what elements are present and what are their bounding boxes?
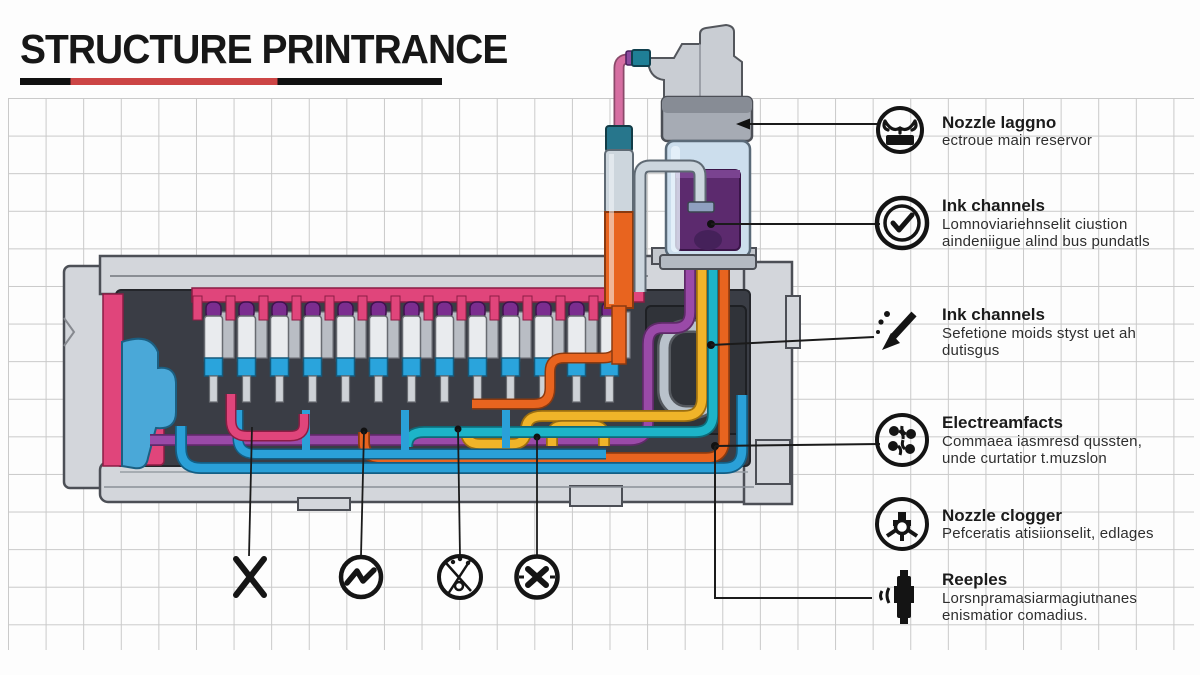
legend-title: Reeples (942, 570, 1008, 590)
turbine-circle-icon (872, 410, 936, 470)
ink-reservoir (625, 23, 757, 292)
page-title: STRUCTURE PRINTRANCE (20, 26, 508, 72)
legend-title: Nozzle clogger (942, 505, 1062, 525)
legend-desc: Lomnoviariehnselit ciustion (942, 215, 1128, 233)
legend-title: Nozzle laggno (942, 112, 1057, 132)
arrow-down-left-icon (872, 304, 936, 360)
legend-desc: Commaea iasmresd qussten, (942, 432, 1143, 450)
x-mark-icon (233, 556, 267, 598)
legend-desc: dutisgus (942, 341, 1000, 359)
diagonal-bolt-icon (338, 554, 384, 600)
legend-title: Ink channels (942, 305, 1045, 325)
crossed-circle-icon (514, 554, 560, 600)
legend-item-ink-channels-1: Ink channels Lomnoviariehnselit ciustion… (872, 193, 1198, 253)
legend-desc: unde curtatior t.muzslon (942, 449, 1107, 467)
legend-desc: Pefceratis atisiionselit, edlages (942, 525, 1154, 543)
legend-desc: aindeniigue alind bus pundatls (942, 232, 1150, 250)
legend-item-electreamfacts: Electreamfacts Commaea iasmresd qussten,… (872, 410, 1198, 470)
reservoir-funnel-icon (872, 103, 936, 159)
title-block: STRUCTURE PRINTRANCE (20, 26, 533, 85)
spray-warning-icon (437, 554, 483, 600)
reservoir-connector (646, 23, 743, 98)
ink-tubes (150, 262, 748, 474)
check-circle-icon (872, 193, 936, 253)
legend-title: Ink channels (942, 196, 1045, 216)
legend-item-ink-channels-2: Ink channels Sefetione moids styst uet a… (872, 304, 1198, 360)
legend-desc: Sefetione moids styst uet ah (942, 324, 1137, 342)
legend-item-reeples: Reeples Lorsnpramasiarmagiutnanes enisma… (872, 566, 1198, 628)
nozzle-wheel-icon (872, 494, 936, 554)
legend-desc: enismatior comadius. (942, 606, 1088, 624)
callout-lines (248, 118, 881, 599)
left-blue-manifold (121, 337, 177, 470)
legend-desc: ectroue main reservor (942, 132, 1093, 150)
legend-item-nozzle-clogger: Nozzle clogger Pefceratis atisiionselit,… (872, 494, 1198, 554)
cartridge-body-icon (872, 566, 936, 628)
legend-item-reservoir: Nozzle laggno ectroue main reservor (872, 103, 1198, 159)
legend-title: Electreamfacts (942, 413, 1063, 433)
legend-desc: Lorsnpramasiarmagiutnanes (942, 589, 1138, 607)
reservoir-base (659, 254, 757, 270)
title-underline (20, 78, 442, 85)
